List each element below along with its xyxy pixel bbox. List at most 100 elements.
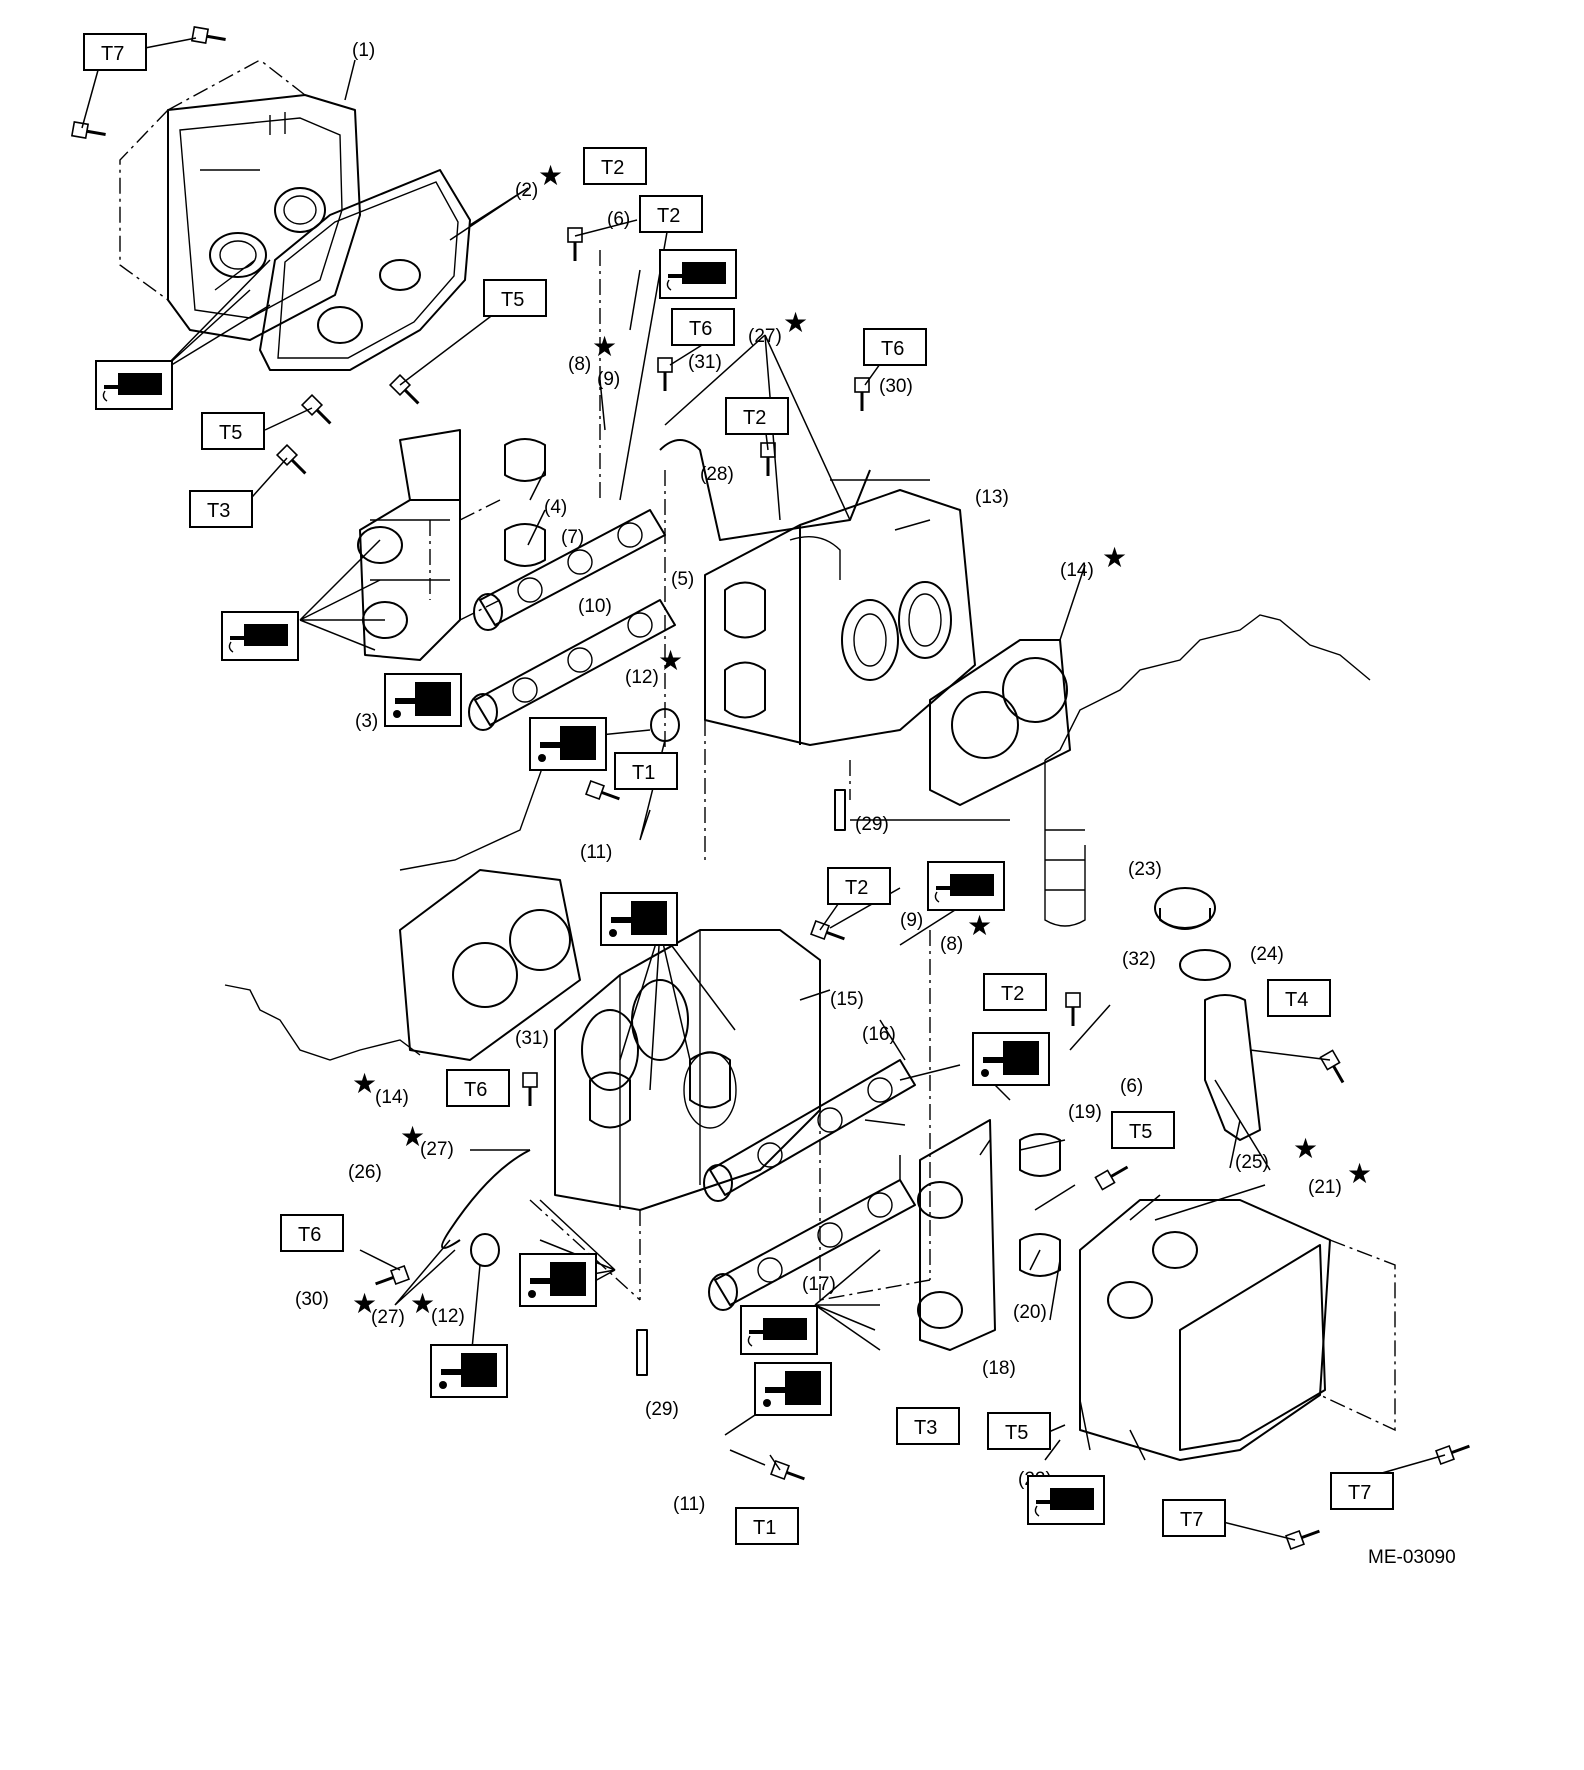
callout-28: (28) xyxy=(700,464,734,485)
gasket-upper xyxy=(259,169,471,371)
sealant-tube-icon xyxy=(927,861,1005,911)
svg-text:T5: T5 xyxy=(1129,1121,1152,1143)
callout-6: (6) xyxy=(1120,1076,1143,1097)
callout-16: (16) xyxy=(862,1024,896,1045)
callout-5: (5) xyxy=(671,569,694,590)
callout-27: (27) xyxy=(748,326,782,347)
callout-9: (9) xyxy=(597,369,620,390)
cylinder-head-right xyxy=(704,479,976,746)
callout-13: (13) xyxy=(975,487,1009,508)
sealant-tube-icon xyxy=(1027,1475,1105,1525)
star-icon: ★ xyxy=(400,1120,425,1153)
oil-pipes xyxy=(441,439,871,1249)
torque-box-t5: T5 xyxy=(201,412,265,450)
engine-block-outline-left xyxy=(224,759,546,1061)
torque-box-t5: T5 xyxy=(483,279,547,317)
sealant-tube-icon xyxy=(740,1305,818,1355)
svg-text:T2: T2 xyxy=(657,205,680,227)
callout-6: (6) xyxy=(607,209,630,230)
svg-text:T6: T6 xyxy=(298,1224,321,1246)
engine-oil-icon xyxy=(600,892,678,946)
callout-4: (4) xyxy=(544,497,567,518)
callout-14: (14) xyxy=(375,1087,409,1108)
torque-box-t2: T2 xyxy=(983,973,1047,1011)
engine-oil-icon xyxy=(754,1362,832,1416)
callout-20: (20) xyxy=(1013,1302,1047,1323)
sealant-tube-icon xyxy=(95,360,173,410)
star-icon: ★ xyxy=(352,1067,377,1100)
star-icon: ★ xyxy=(1293,1132,1318,1165)
callout-29: (29) xyxy=(645,1399,679,1420)
oil-seals xyxy=(470,708,680,1267)
torque-box-t5: T5 xyxy=(987,1412,1051,1450)
svg-text:T6: T6 xyxy=(689,318,712,340)
head-gasket-right xyxy=(929,639,1071,806)
torque-box-t1: T1 xyxy=(614,752,678,790)
star-icon: ★ xyxy=(592,330,617,363)
cylinder-head-left xyxy=(554,929,821,1211)
callout-25: (25) xyxy=(1235,1152,1269,1173)
torque-box-t3: T3 xyxy=(189,490,253,528)
callout-30: (30) xyxy=(295,1289,329,1310)
callout-31: (31) xyxy=(688,352,722,373)
svg-text:T1: T1 xyxy=(632,762,655,784)
oil-filler-assembly xyxy=(1154,887,1261,1141)
callout-29: (29) xyxy=(855,814,889,835)
svg-text:T2: T2 xyxy=(1001,983,1024,1005)
camshafts-lower xyxy=(703,1059,916,1311)
torque-box-t7: T7 xyxy=(1162,1499,1226,1537)
svg-text:T7: T7 xyxy=(101,43,124,65)
engine-oil-icon xyxy=(384,673,462,727)
engine-oil-icon xyxy=(430,1344,508,1398)
camshaft-cap-right xyxy=(917,1119,996,1351)
svg-text:T7: T7 xyxy=(1348,1482,1371,1504)
engine-oil-icon xyxy=(529,717,607,771)
callout-12: (12) xyxy=(625,667,659,688)
callout-15: (15) xyxy=(830,989,864,1010)
callout-31: (31) xyxy=(515,1028,549,1049)
replace-part-stars: ★ ★ ★ ★ ★ ★ ★ ★ ★ ★ ★ ★ xyxy=(352,159,1372,1320)
torque-box-t2: T2 xyxy=(725,397,789,435)
callout-18: (18) xyxy=(982,1358,1016,1379)
callout-23: (23) xyxy=(1128,859,1162,880)
callout-17: (17) xyxy=(802,1274,836,1295)
camshaft-cap-left xyxy=(357,429,461,661)
callout-19: (19) xyxy=(1068,1102,1102,1123)
torque-box-t4: T4 xyxy=(1267,979,1331,1017)
cam-cap-cover-upper xyxy=(119,59,361,341)
engine-block-outline-right xyxy=(1044,614,1371,927)
studs xyxy=(636,789,846,1376)
callout-labels: (1) (2) (6) (8) (9) (27) (31) (30) (28) … xyxy=(295,40,1342,1515)
torque-box-t7: T7 xyxy=(1330,1472,1394,1510)
callout-11: (11) xyxy=(673,1494,705,1515)
sealant-tube-icon xyxy=(659,249,737,299)
figure-code: ME-03090 xyxy=(1368,1547,1456,1568)
torque-box-t5: T5 xyxy=(1111,1111,1175,1149)
svg-text:T6: T6 xyxy=(464,1079,487,1101)
svg-text:T1: T1 xyxy=(753,1517,776,1539)
svg-text:T6: T6 xyxy=(881,338,904,360)
torque-box-t2: T2 xyxy=(639,195,703,233)
callout-27: (27) xyxy=(371,1307,405,1328)
torque-box-t6: T6 xyxy=(280,1214,344,1252)
engine-oil-icon xyxy=(972,1032,1050,1086)
engine-oil-icon xyxy=(519,1253,597,1307)
callout-10: (10) xyxy=(578,596,612,617)
svg-text:T3: T3 xyxy=(914,1417,937,1439)
callout-32: (32) xyxy=(1122,949,1156,970)
star-icon: ★ xyxy=(352,1287,377,1320)
svg-text:T5: T5 xyxy=(501,289,524,311)
callout-27: (27) xyxy=(420,1139,454,1160)
torque-box-t7: T7 xyxy=(83,33,147,71)
torque-box-t2: T2 xyxy=(827,867,891,905)
callout-26: (26) xyxy=(348,1162,382,1183)
star-icon: ★ xyxy=(658,644,683,677)
callout-2: (2) xyxy=(515,180,538,201)
oil-icons xyxy=(384,673,1050,1416)
svg-text:T2: T2 xyxy=(743,407,766,429)
callout-1: (1) xyxy=(352,40,375,61)
svg-text:T2: T2 xyxy=(845,877,868,899)
head-gasket-left xyxy=(399,869,581,1061)
torque-box-t6: T6 xyxy=(671,308,735,346)
